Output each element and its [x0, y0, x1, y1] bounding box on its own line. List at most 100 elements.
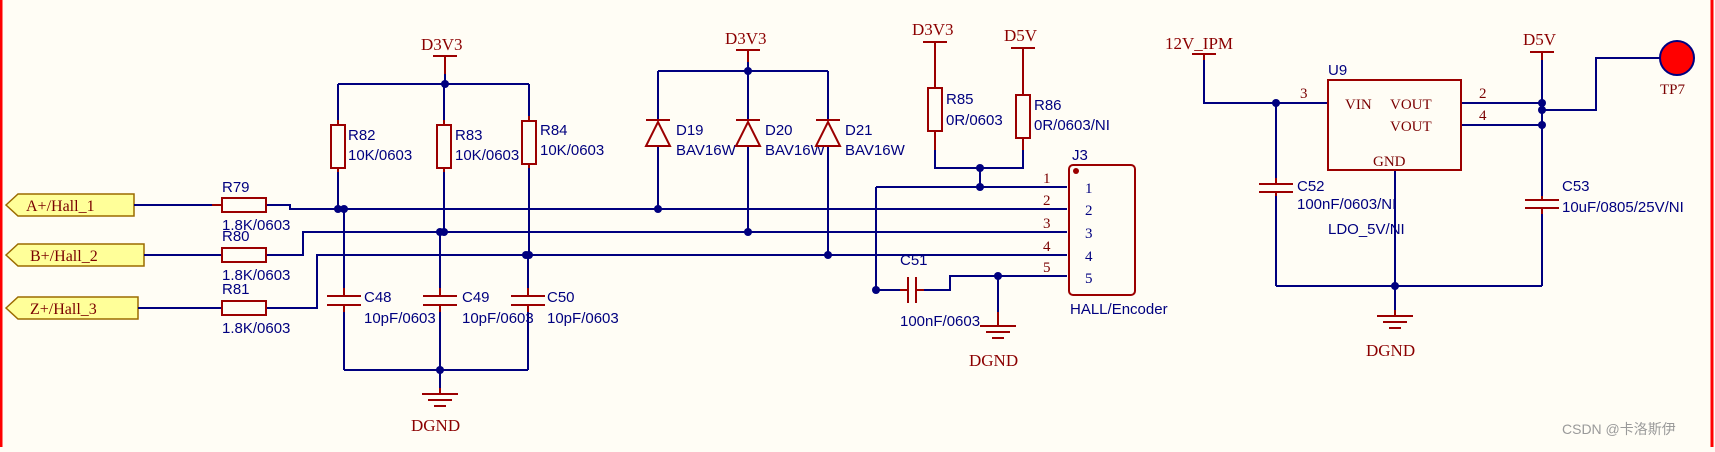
- power-d3v3-a: D3V3: [421, 35, 463, 74]
- capacitor-c50: C50 10pF/0603: [511, 288, 619, 327]
- resistor-r79: R79 1.8K/0603: [212, 179, 290, 234]
- c48-value: 10pF/0603: [364, 310, 436, 327]
- ground-3-label: DGND: [1366, 341, 1415, 360]
- port-a-hall-1: A+/Hall_1: [4, 193, 135, 217]
- capacitor-c52: C52 100nF/0603/NI: [1259, 178, 1396, 213]
- power-d3v3-b-label: D3V3: [725, 29, 767, 48]
- c51-ref: C51: [900, 252, 928, 269]
- d21-value: BAV16W: [845, 142, 906, 159]
- resistor-r84: R84 10K/0603: [521, 116, 604, 168]
- r81-ref: R81: [222, 281, 250, 298]
- capacitor-c49: C49 10pF/0603: [423, 288, 534, 327]
- d19-value: BAV16W: [676, 142, 737, 159]
- j3-pin-3-outer: 3: [1043, 216, 1051, 232]
- r85-ref: R85: [946, 91, 974, 108]
- c48-ref: C48: [364, 289, 392, 306]
- resistor-r83: R83 10K/0603: [436, 120, 519, 172]
- power-d3v3-b: D3V3: [725, 29, 767, 62]
- d19-ref: D19: [676, 122, 704, 139]
- u9-vout2-label: VOUT: [1390, 119, 1432, 135]
- r86-value: 0R/0603/NI: [1034, 117, 1110, 134]
- d20-value: BAV16W: [765, 142, 826, 159]
- c53-ref: C53: [1562, 178, 1590, 195]
- j3-pin-5-inner: 5: [1085, 271, 1093, 287]
- j3-pin-2-inner: 2: [1085, 203, 1093, 219]
- resistor-r85: R85 0R/0603: [927, 87, 1003, 150]
- wires: [134, 57, 1660, 388]
- u9-pin-vin: 3: [1300, 86, 1308, 102]
- j3-pin-1-outer: 1: [1043, 171, 1051, 187]
- u9-gnd-label: GND: [1373, 154, 1406, 170]
- j3-pin-3-inner: 3: [1085, 226, 1093, 242]
- j3-pin-1-inner: 1: [1085, 181, 1093, 197]
- port-b-hall-2: B+/Hall_2: [4, 243, 145, 267]
- regulator-u9: U9 VIN VOUT VOUT GND 3 2 4 LDO_5V/NI: [1300, 62, 1487, 238]
- u9-value: LDO_5V/NI: [1328, 221, 1405, 238]
- ground-2: DGND: [969, 312, 1018, 370]
- ground-1: DGND: [411, 388, 460, 435]
- power-12v-ipm-label: 12V_IPM: [1165, 34, 1233, 53]
- power-d3v3-a-label: D3V3: [421, 35, 463, 54]
- c50-value: 10pF/0603: [547, 310, 619, 327]
- r84-ref: R84: [540, 122, 568, 139]
- port-z-hall-3: Z+/Hall_3: [4, 296, 139, 320]
- r82-ref: R82: [348, 127, 376, 144]
- resistor-r82: R82 10K/0603: [330, 120, 412, 172]
- j3-name: HALL/Encoder: [1070, 301, 1168, 318]
- power-d3v3-c-label: D3V3: [912, 20, 954, 39]
- tp7-ref: TP7: [1660, 82, 1686, 98]
- resistor-r80: R80 1.8K/0603: [221, 228, 290, 284]
- r81-value: 1.8K/0603: [222, 320, 290, 337]
- r79-ref: R79: [222, 179, 250, 196]
- u9-vout1-label: VOUT: [1390, 97, 1432, 113]
- resistor-r86: R86 0R/0603/NI: [1015, 94, 1110, 150]
- u9-vin-label: VIN: [1345, 97, 1372, 113]
- diode-d20: D20 BAV16W: [734, 119, 826, 159]
- ground-2-label: DGND: [969, 351, 1018, 370]
- j3-pin-2-outer: 2: [1043, 193, 1051, 209]
- r83-ref: R83: [455, 127, 483, 144]
- j3-pin-4-inner: 4: [1085, 249, 1093, 265]
- u9-pin-vout2: 4: [1479, 108, 1487, 124]
- u9-pin-vout1: 2: [1479, 86, 1487, 102]
- j3-pin-5-outer: 5: [1043, 260, 1051, 276]
- diode-d19: D19 BAV16W: [644, 119, 737, 159]
- port-b-hall-2-label: B+/Hall_2: [30, 248, 98, 265]
- c52-ref: C52: [1297, 178, 1325, 195]
- c53-value: 10uF/0805/25V/NI: [1562, 199, 1684, 216]
- r86-ref: R86: [1034, 97, 1062, 114]
- j3-pin-4-outer: 4: [1043, 239, 1051, 255]
- j3-ref: J3: [1072, 147, 1088, 164]
- ground-1-label: DGND: [411, 416, 460, 435]
- c49-value: 10pF/0603: [462, 310, 534, 327]
- port-a-hall-1-label: A+/Hall_1: [26, 198, 95, 215]
- r79-value: 1.8K/0603: [222, 217, 290, 234]
- diode-d21: D21 BAV16W: [814, 119, 906, 159]
- d20-ref: D20: [765, 122, 793, 139]
- power-d5v-b: D5V: [1523, 30, 1557, 60]
- capacitor-c48: C48 10pF/0603: [327, 288, 436, 327]
- testpoint-tp7: TP7: [1659, 40, 1695, 98]
- watermark: CSDN @卡洛斯伊: [1562, 421, 1676, 437]
- port-z-hall-3-label: Z+/Hall_3: [30, 301, 97, 318]
- c52-value: 100nF/0603/NI: [1297, 196, 1396, 213]
- r83-value: 10K/0603: [455, 147, 519, 164]
- junctions: [334, 67, 1546, 374]
- power-d3v3-c: D3V3: [912, 20, 954, 88]
- r80-value: 1.8K/0603: [222, 267, 290, 284]
- power-d5v-a: D5V: [1004, 26, 1038, 95]
- power-12v-ipm: 12V_IPM: [1165, 34, 1233, 60]
- resistor-r81: R81 1.8K/0603: [221, 281, 290, 337]
- power-d5v-a-label: D5V: [1004, 26, 1038, 45]
- c50-ref: C50: [547, 289, 575, 306]
- capacitor-c51: C51 100nF/0603: [900, 252, 980, 330]
- ground-3: DGND: [1366, 310, 1415, 360]
- r80-ref: R80: [222, 228, 250, 245]
- r84-value: 10K/0603: [540, 142, 604, 159]
- c51-value: 100nF/0603: [900, 313, 980, 330]
- r82-value: 10K/0603: [348, 147, 412, 164]
- connector-j3: J3 HALL/Encoder 1 2 3 4 5 1 2 3 4 5: [1043, 147, 1168, 318]
- r85-value: 0R/0603: [946, 112, 1003, 129]
- power-d5v-b-label: D5V: [1523, 30, 1557, 49]
